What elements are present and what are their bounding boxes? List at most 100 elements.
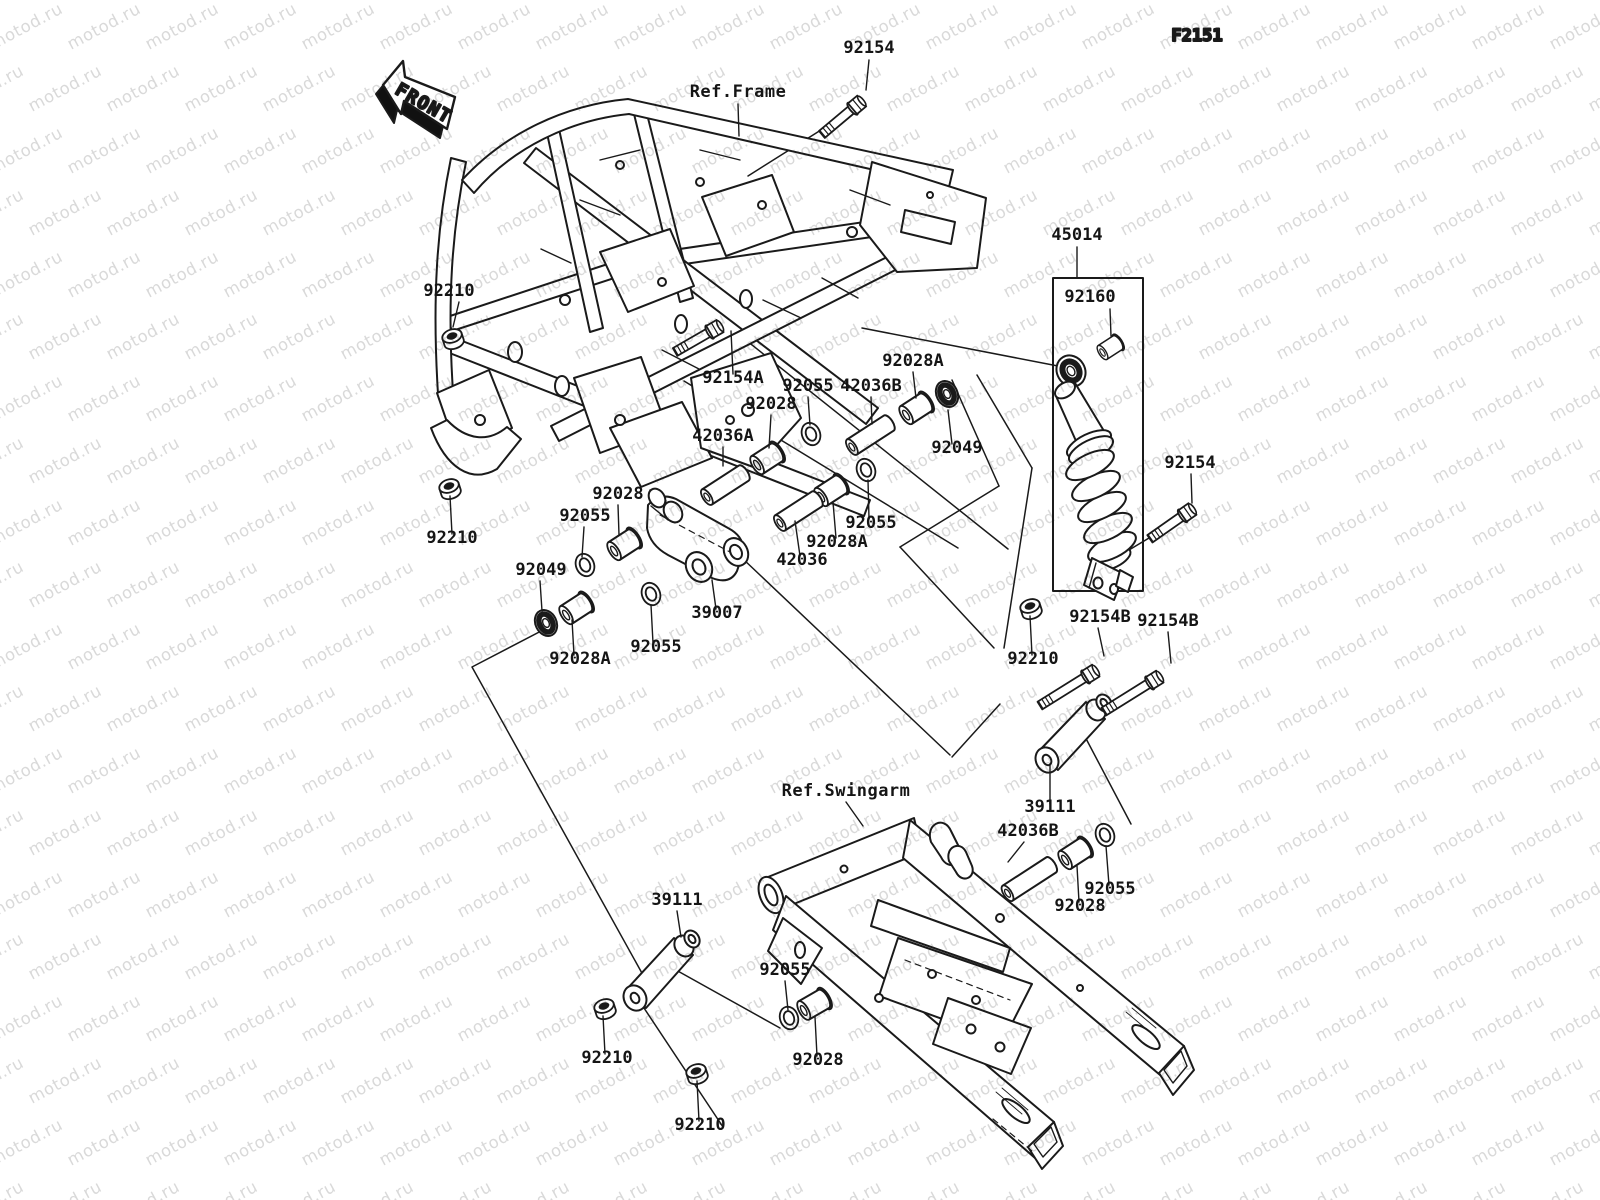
watermark-text: motod.ru <box>922 1115 1002 1170</box>
watermark-text: motod.ru <box>1039 1053 1119 1108</box>
watermark-text: motod.ru <box>1312 371 1392 426</box>
watermark-text: motod.ru <box>961 681 1041 736</box>
watermark-text: motod.ru <box>1507 309 1587 364</box>
watermark-text: motod.ru <box>220 867 300 922</box>
watermark-text: motod.ru <box>1078 1115 1158 1170</box>
part-label: 92028 <box>745 394 796 414</box>
watermark-text: motod.ru <box>1429 185 1509 240</box>
watermark-text: motod.ru <box>181 929 261 984</box>
watermark-text: motod.ru <box>766 0 846 54</box>
watermark-text: motod.ru <box>727 805 807 860</box>
watermark-text: motod.ru <box>1312 743 1392 798</box>
watermark-text: motod.ru <box>1156 991 1236 1046</box>
part-label: 92154B <box>1137 611 1198 631</box>
watermark-text: motod.ru <box>220 247 300 302</box>
watermark-text: motod.ru <box>142 991 222 1046</box>
watermark-text: motod.ru <box>1195 805 1275 860</box>
watermark-text: motod.ru <box>1468 619 1548 674</box>
watermark-text: motod.ru <box>0 61 27 116</box>
shock-absorber-45014 <box>1052 277 1144 601</box>
watermark-text: motod.ru <box>337 805 417 860</box>
watermark-text: motod.ru <box>259 929 339 984</box>
watermark-text: motod.ru <box>1351 1177 1431 1200</box>
watermark-text: motod.ru <box>0 433 27 488</box>
watermark-text: motod.ru <box>103 557 183 612</box>
watermark-text: motod.ru <box>298 991 378 1046</box>
watermark-text: motod.ru <box>1546 743 1600 798</box>
watermark-text: motod.ru <box>688 0 768 54</box>
watermark-text: motod.ru <box>1390 867 1470 922</box>
watermark-text: motod.ru <box>766 619 846 674</box>
watermark-text: motod.ru <box>1156 743 1236 798</box>
watermark-text: motod.ru <box>181 185 261 240</box>
watermark-text: motod.ru <box>1273 557 1353 612</box>
watermark-text: motod.ru <box>1078 247 1158 302</box>
watermark-text: motod.ru <box>1195 185 1275 240</box>
watermark-text: motod.ru <box>0 681 27 736</box>
part-label: 92055 <box>759 960 810 980</box>
watermark-text: motod.ru <box>493 1053 573 1108</box>
o-ring-92055 <box>571 549 599 581</box>
watermark-text: motod.ru <box>142 1115 222 1170</box>
watermark-text: motod.ru <box>142 867 222 922</box>
watermark-text: motod.ru <box>259 681 339 736</box>
watermark-text: motod.ru <box>25 681 105 736</box>
watermark-text: motod.ru <box>1585 1177 1600 1200</box>
watermark-text: motod.ru <box>1390 247 1470 302</box>
watermark-text: motod.ru <box>376 867 456 922</box>
watermark-text: motod.ru <box>649 681 729 736</box>
sheet-code: F2151 <box>1171 26 1222 46</box>
watermark-text: motod.ru <box>1390 1115 1470 1170</box>
watermark-text: motod.ru <box>532 0 612 54</box>
watermark-text: motod.ru <box>922 619 1002 674</box>
watermark-text: motod.ru <box>1195 681 1275 736</box>
watermark-text: motod.ru <box>1585 309 1600 364</box>
watermark-text: motod.ru <box>1390 371 1470 426</box>
watermark-text: motod.ru <box>1585 805 1600 860</box>
part-label: 45014 <box>1051 225 1102 245</box>
part-label: 92055 <box>782 376 833 396</box>
watermark-text: motod.ru <box>688 743 768 798</box>
watermark-text: motod.ru <box>454 1115 534 1170</box>
watermark-text: motod.ru <box>0 929 27 984</box>
watermark-text: motod.ru <box>25 805 105 860</box>
watermark-text: motod.ru <box>1585 929 1600 984</box>
watermark-text: motod.ru <box>610 743 690 798</box>
damper-92210 <box>1017 595 1045 623</box>
watermark-text: motod.ru <box>181 805 261 860</box>
watermark-text: motod.ru <box>1546 991 1600 1046</box>
part-label: 42036 <box>776 550 827 570</box>
watermark-text: motod.ru <box>0 991 66 1046</box>
part-label: 92049 <box>931 438 982 458</box>
part-label: 92028A <box>806 532 867 552</box>
watermark-text: motod.ru <box>883 681 963 736</box>
watermark-text: motod.ru <box>103 681 183 736</box>
watermark-text: motod.ru <box>0 247 66 302</box>
watermark-text: motod.ru <box>376 991 456 1046</box>
watermark-text: motod.ru <box>376 0 456 54</box>
watermark-text: motod.ru <box>805 681 885 736</box>
watermark-text: motod.ru <box>1546 495 1600 550</box>
watermark-text: motod.ru <box>1000 495 1080 550</box>
watermark-text: motod.ru <box>337 929 417 984</box>
watermark-text: motod.ru <box>1468 1115 1548 1170</box>
part-label: 92055 <box>1084 879 1135 899</box>
watermark-text: motod.ru <box>1390 0 1470 54</box>
watermark-text: motod.ru <box>454 743 534 798</box>
watermark-text: motod.ru <box>1429 309 1509 364</box>
watermark-text: motod.ru <box>25 1177 105 1200</box>
watermark-text: motod.ru <box>1429 929 1509 984</box>
watermark-text: motod.ru <box>1390 743 1470 798</box>
watermark-text: motod.ru <box>1390 123 1470 178</box>
watermark-text: motod.ru <box>1585 557 1600 612</box>
watermark-text: motod.ru <box>571 681 651 736</box>
watermark-text: motod.ru <box>1468 0 1548 54</box>
watermark-text: motod.ru <box>337 681 417 736</box>
watermark-text: motod.ru <box>142 619 222 674</box>
leader-lines <box>449 59 1193 1122</box>
watermark-text: motod.ru <box>1117 61 1197 116</box>
watermark-text: motod.ru <box>1156 867 1236 922</box>
watermark-text: motod.ru <box>64 123 144 178</box>
watermark-text: motod.ru <box>64 247 144 302</box>
watermark-text: motod.ru <box>1507 929 1587 984</box>
